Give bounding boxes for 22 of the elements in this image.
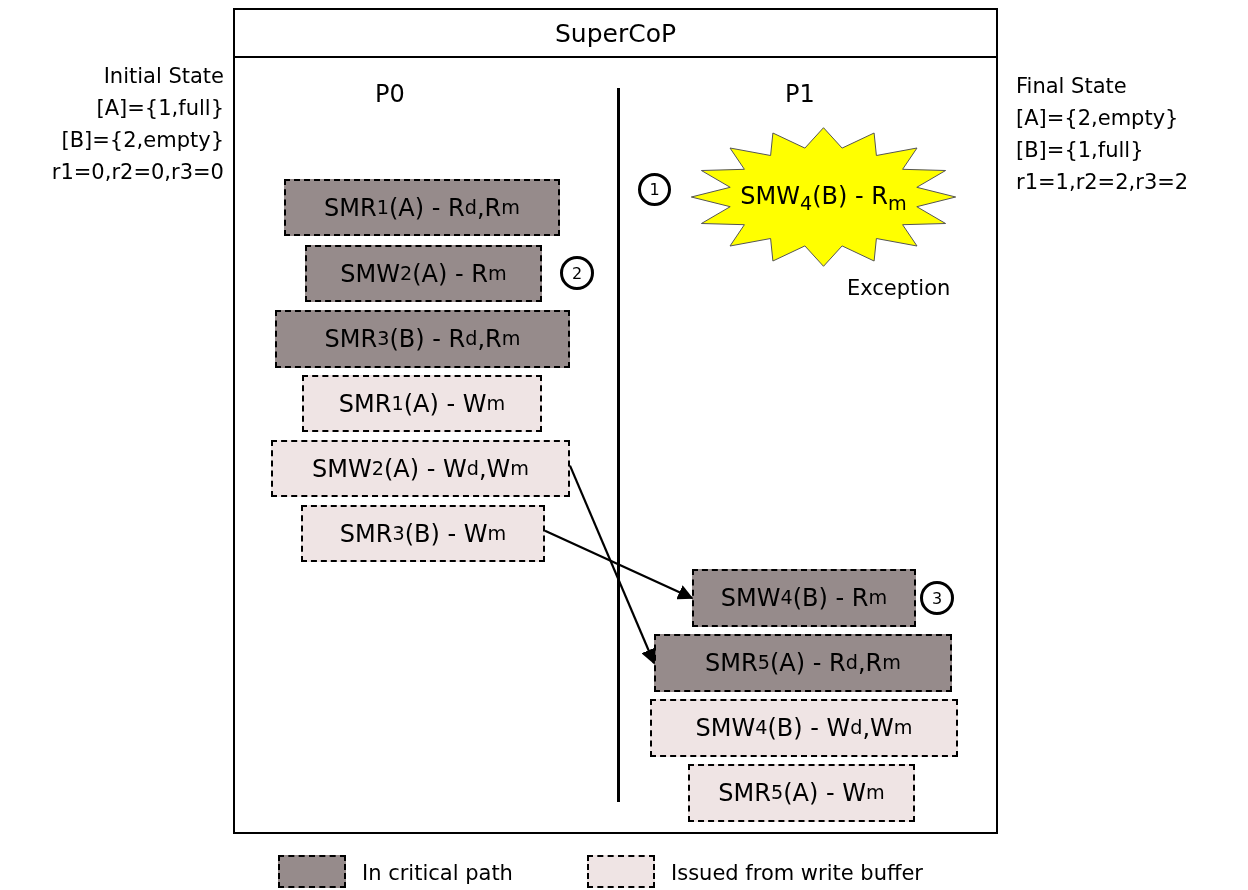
node-text: SMW$_{4}$(B) - R$_{m}$ <box>739 181 908 210</box>
state-text: Final State <box>1016 73 1127 100</box>
callout-number: 3 <box>920 581 954 615</box>
legend-text: Issued from write buffer <box>671 860 923 887</box>
frame-title: SuperCoP <box>235 10 996 58</box>
callout-number: 1 <box>638 173 671 206</box>
starburst-shape <box>690 127 957 267</box>
callout-number: 2 <box>560 256 594 290</box>
column-heading: P0 <box>375 79 405 110</box>
state-text: [B]={2,empty} <box>61 127 224 154</box>
state-text: r1=1,r2=2,r3=2 <box>1016 169 1189 196</box>
state-text: [A]={1,full} <box>96 95 224 122</box>
state-text: [B]={1,full} <box>1016 137 1144 164</box>
frame-box <box>233 8 998 834</box>
column-heading: P1 <box>785 79 815 110</box>
arrow <box>544 529 694 600</box>
state-text: [A]={2,empty} <box>1016 105 1179 132</box>
caption-text: Exception <box>847 275 951 302</box>
state-text: r1=0,r2=0,r3=0 <box>51 159 224 186</box>
arrow <box>569 465 656 665</box>
legend-text: In critical path <box>362 860 513 887</box>
state-text: Initial State <box>103 63 224 90</box>
